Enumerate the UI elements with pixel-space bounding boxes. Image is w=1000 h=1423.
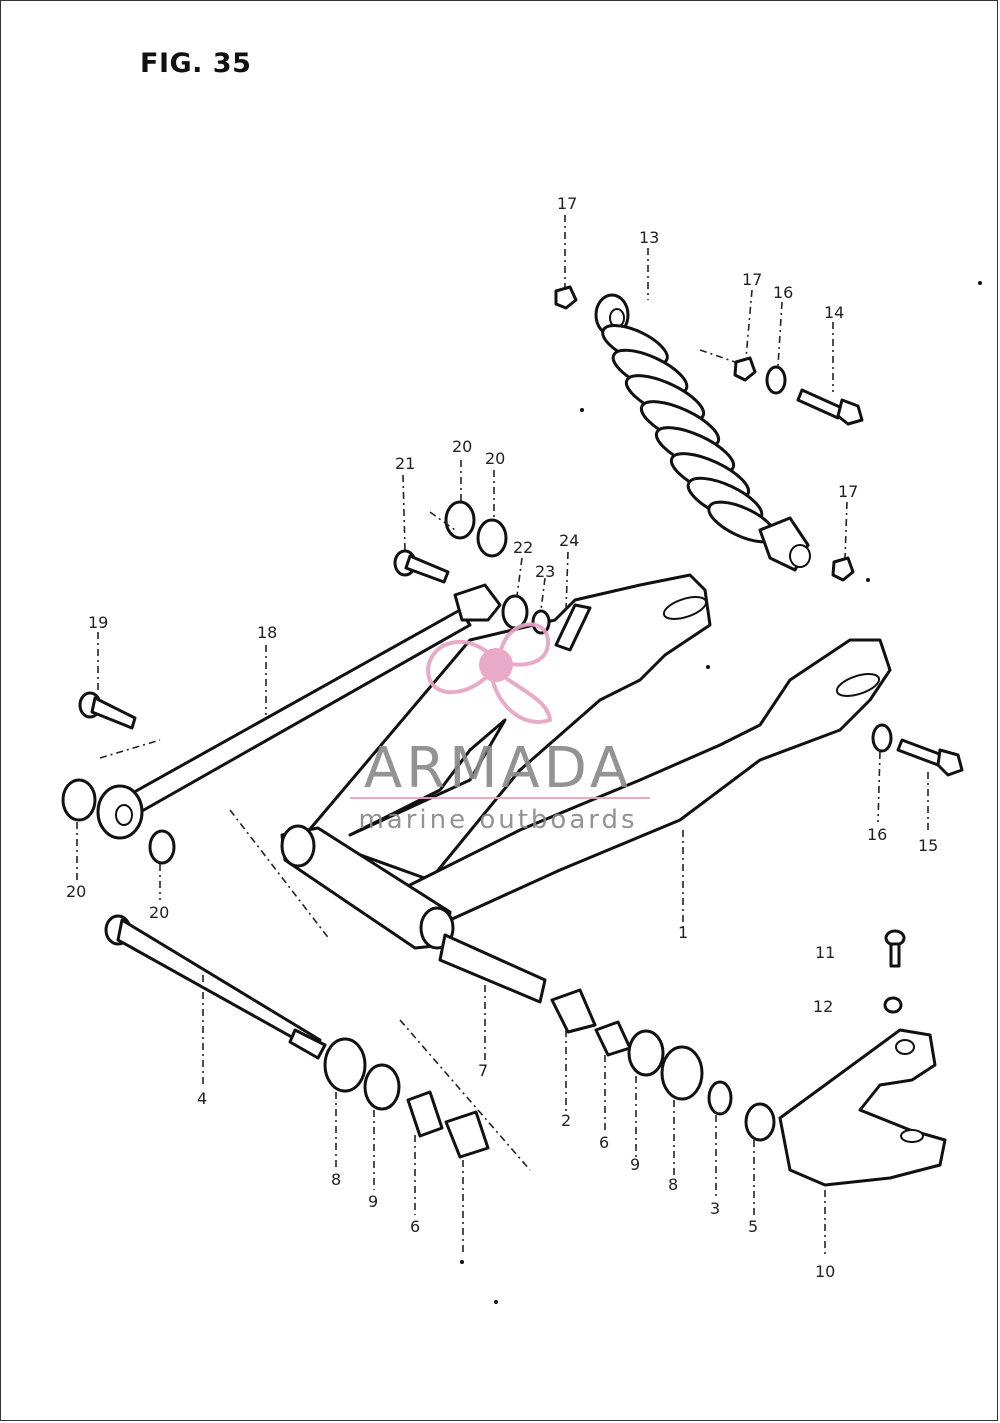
callout-label: 4 [197, 1089, 207, 1108]
washer-16-top [765, 365, 787, 395]
washer-9-left [363, 1063, 401, 1111]
washer-20-lower [148, 829, 176, 865]
callout-label: 8 [331, 1170, 341, 1189]
bolt-21 [393, 549, 450, 584]
collar-17-top [554, 285, 578, 310]
collar-17-lower [831, 556, 855, 582]
bush-6-left [406, 1090, 444, 1138]
pivot-shaft-4 [104, 914, 327, 1060]
callout-label: 6 [599, 1133, 609, 1152]
shock-absorber [594, 293, 811, 572]
bolt-19 [78, 691, 137, 730]
callout-label: 20 [66, 882, 86, 901]
bolt-15 [896, 738, 964, 777]
callout-label: 20 [452, 437, 472, 456]
callout-label: 8 [668, 1175, 678, 1194]
bearing-left [444, 1110, 490, 1159]
callout-label: 19 [88, 613, 108, 632]
pivot-tube-7 [438, 933, 547, 1004]
washer-20-top [476, 518, 508, 558]
callout-label: 10 [815, 1262, 835, 1281]
callout-label: 20 [149, 903, 169, 922]
callout-label: 18 [257, 623, 277, 642]
dust-seal-8-left [323, 1037, 367, 1093]
bush-20-top [444, 500, 476, 540]
screw-11 [884, 929, 906, 968]
dust-seal-8-right [660, 1045, 704, 1101]
link-rod-18 [96, 583, 502, 840]
callout-label: 24 [559, 531, 579, 550]
bush-6-right [594, 1020, 632, 1057]
callout-label: 16 [773, 283, 793, 302]
bracket-10 [778, 1028, 947, 1187]
collar-17-right [733, 356, 757, 382]
cotter-pin-24 [554, 603, 592, 652]
watermark-tagline: marine outboards [358, 805, 637, 835]
callout-label: 12 [813, 997, 833, 1016]
callout-label: 22 [513, 538, 533, 557]
callout-label: 15 [918, 836, 938, 855]
leader-lines [76, 215, 929, 1255]
figure-title: FIG. 35 [140, 48, 252, 79]
callout-label: 20 [485, 449, 505, 468]
callout-label: 11 [815, 943, 835, 962]
armada-watermark: ARMADA marine outboards [350, 622, 650, 835]
callout-label: 14 [824, 303, 844, 322]
watermark-brand: ARMADA [364, 736, 632, 801]
callout-label: 17 [742, 270, 762, 289]
callout-label: 17 [557, 194, 577, 213]
washer-16-right [871, 723, 893, 753]
bearing-2 [550, 988, 597, 1034]
propeller-logo [425, 622, 553, 724]
callout-label: 2 [561, 1111, 571, 1130]
callout-label: 6 [410, 1217, 420, 1236]
washer-9-right [627, 1029, 665, 1077]
callout-label: 9 [630, 1155, 640, 1174]
callout-label: 5 [748, 1217, 758, 1236]
stray-marks [460, 281, 982, 1304]
callout-label: 17 [838, 482, 858, 501]
callout-label: 7 [478, 1061, 488, 1080]
callout-label: 3 [710, 1199, 720, 1218]
callout-labels: 17 13 17 16 14 20 20 21 22 24 23 17 19 1… [66, 194, 938, 1281]
washer-3 [707, 1080, 733, 1116]
callout-label: 9 [368, 1192, 378, 1211]
washer-22 [501, 594, 529, 630]
callout-label: 21 [395, 454, 415, 473]
bush-20-left [61, 778, 97, 822]
callout-label: 1 [678, 923, 688, 942]
callout-label: 13 [639, 228, 659, 247]
callout-label: 23 [535, 562, 555, 581]
callout-label: 16 [867, 825, 887, 844]
nut-5 [744, 1102, 776, 1142]
bolt-14 [796, 388, 864, 426]
nut-12 [883, 996, 903, 1014]
